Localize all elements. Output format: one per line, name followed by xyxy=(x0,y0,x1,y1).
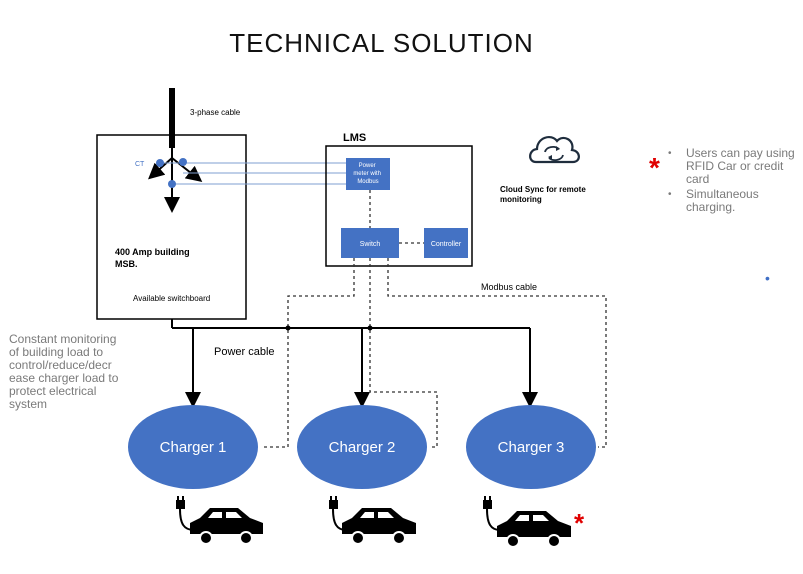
ev-plug-icon xyxy=(483,496,501,531)
cloud-sync-label: Cloud Sync for remote monitoring xyxy=(500,185,588,204)
switch-label: Switch xyxy=(360,241,381,248)
ct-label: CT xyxy=(135,161,145,168)
charger-1 xyxy=(128,405,258,489)
charger-3-label: Charger 3 xyxy=(498,439,565,456)
switch-box xyxy=(341,228,399,258)
modbus-cables xyxy=(262,258,607,448)
controller-box xyxy=(424,228,468,258)
car-icon xyxy=(190,508,263,545)
ev-car-group-3 xyxy=(483,496,571,548)
monitoring-note: Constant monitoring of building load to … xyxy=(9,332,119,411)
phase-arrow-left xyxy=(148,157,173,180)
ct-sensor-2 xyxy=(179,158,187,166)
stray-bullet-dot: • xyxy=(765,270,770,286)
modbus-cable-label: Modbus cable xyxy=(481,282,537,292)
ct-sensor-3 xyxy=(168,180,176,188)
bullet-rfid: Users can pay using RFID Car or credit c… xyxy=(668,147,800,186)
ev-car-group-1 xyxy=(176,496,263,545)
payment-star-bullets: * xyxy=(649,152,660,183)
car-icon xyxy=(497,511,571,548)
car-icon xyxy=(342,508,416,545)
lms-label: LMS xyxy=(343,132,366,144)
feature-bullets: Users can pay using RFID Car or credit c… xyxy=(668,147,800,216)
junction-1 xyxy=(285,325,291,331)
building-msb-label: 400 Amp building MSB. xyxy=(115,247,192,269)
ct-sensor-1 xyxy=(156,159,164,167)
cloud-sync-icon xyxy=(529,136,580,164)
ev-car-group-2 xyxy=(329,496,416,545)
power-meter-box xyxy=(346,158,390,190)
page-title: TECHNICAL SOLUTION xyxy=(229,28,534,58)
three-phase-cable-label: 3-phase cable xyxy=(190,108,241,117)
charger-2 xyxy=(297,405,427,489)
power-cable-label: Power cable xyxy=(214,346,275,358)
payment-star-car: * xyxy=(574,508,585,538)
charger-2-label: Charger 2 xyxy=(329,439,396,456)
power-meter-label: Power meter with Modbus xyxy=(353,163,382,185)
charger-1-label: Charger 1 xyxy=(160,439,227,456)
lms-box xyxy=(325,145,473,267)
phase-arrow-right xyxy=(171,157,203,182)
switchboard-label: Available switchboard xyxy=(133,294,210,303)
junction-2 xyxy=(367,325,373,331)
charger-3 xyxy=(466,405,596,489)
controller-label: Controller xyxy=(431,241,462,248)
bullet-simultaneous: Simultaneous charging. xyxy=(668,188,800,214)
